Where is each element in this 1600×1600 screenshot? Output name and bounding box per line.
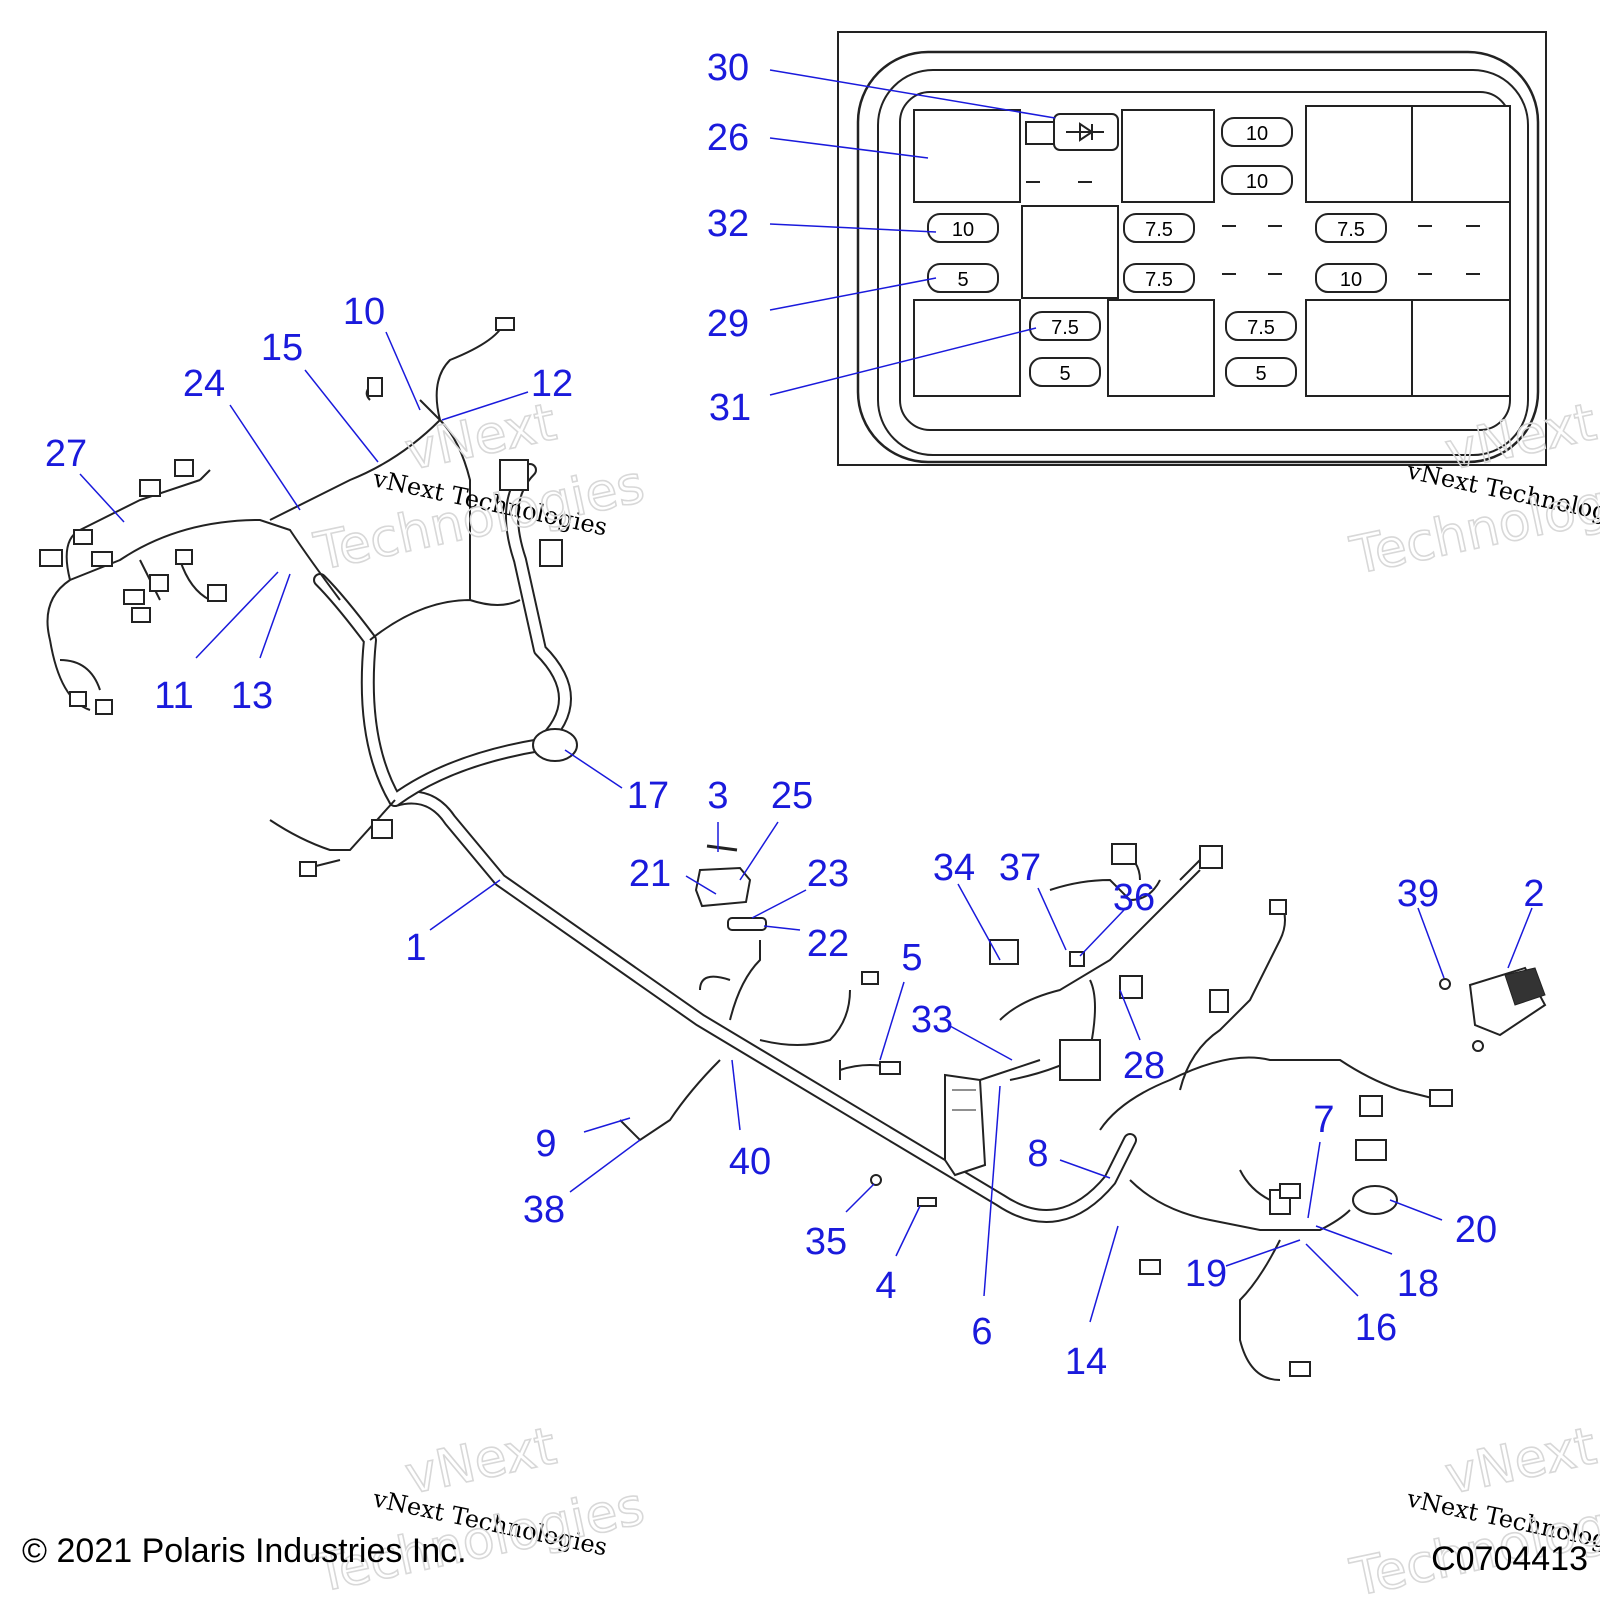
callout-number: 26 — [707, 117, 749, 159]
fuse-label: 5 — [1059, 363, 1070, 385]
callout-number: 1 — [405, 927, 426, 969]
callout-number: 25 — [771, 775, 813, 817]
watermark-text: Technologies — [309, 455, 649, 583]
callout-number: 34 — [933, 847, 975, 889]
leader-lines — [79, 69, 1533, 1323]
callout-number: 33 — [911, 999, 953, 1041]
callout-number: 7 — [1313, 1099, 1334, 1141]
watermark-text: vNext — [400, 392, 561, 482]
callout-number: 6 — [971, 1311, 992, 1353]
bracket-assembly — [694, 844, 767, 931]
callout-number: 27 — [45, 433, 87, 475]
fuse-label: 7.5 — [1145, 269, 1173, 291]
callout-number: 2 — [1523, 873, 1544, 915]
callout-number: 8 — [1027, 1133, 1048, 1175]
callout-number: 23 — [807, 853, 849, 895]
fuse-label: 7.5 — [1247, 317, 1275, 339]
fuse-label: 7.5 — [1337, 219, 1365, 241]
callout-number: 39 — [1397, 873, 1439, 915]
fuse-label: 5 — [1255, 363, 1266, 385]
callout-number: 31 — [709, 387, 751, 429]
diode-block — [1025, 113, 1119, 151]
fuse-label: 7.5 — [1051, 317, 1079, 339]
callout-number: 37 — [999, 847, 1041, 889]
callout-number: 4 — [875, 1265, 896, 1307]
switch-panel — [1468, 966, 1547, 1037]
fuse-label: 7.5 — [1145, 219, 1173, 241]
callout-number: 16 — [1355, 1307, 1397, 1349]
relay-group — [913, 105, 1511, 397]
copyright-text: © 2021 Polaris Industries Inc. — [22, 1532, 467, 1570]
callout-number: 11 — [154, 675, 193, 717]
callout-number: 22 — [807, 923, 849, 965]
callout-number: 35 — [805, 1221, 847, 1263]
callout-number: 17 — [627, 775, 669, 817]
ecu-module — [944, 1073, 987, 1177]
connector-cluster-left — [39, 459, 227, 715]
connector-cluster-right — [989, 843, 1453, 1377]
diagram-code: C0704413 — [1431, 1540, 1588, 1578]
callout-number: 13 — [231, 675, 273, 717]
watermarks: vNext Technologies vNext Technologies vN… — [308, 392, 1600, 1600]
fuse-label: 10 — [952, 219, 974, 241]
callout-number: 14 — [1065, 1341, 1107, 1383]
callout-number: 32 — [707, 203, 749, 245]
callout-number: 36 — [1113, 877, 1155, 919]
fuse-label: 5 — [957, 269, 968, 291]
callout-number: 19 — [1185, 1253, 1227, 1295]
callouts: 30 26 32 29 31 10 12 15 24 27 11 13 17 3… — [45, 47, 1545, 1383]
callout-number: 28 — [1123, 1045, 1165, 1087]
watermark-text: vNext — [1440, 1416, 1600, 1506]
callout-number: 3 — [707, 775, 728, 817]
empty-slot-marks — [1026, 181, 1480, 275]
callout-number: 12 — [531, 363, 573, 405]
callout-number: 38 — [523, 1189, 565, 1231]
watermark-text: vNext — [400, 1416, 561, 1506]
fuse-box-inset: 10 10 10 7.5 7.5 7.5 10 5 7.5 7.5 5 5 — [837, 31, 1547, 466]
callout-number: 21 — [629, 853, 671, 895]
callout-number: 5 — [901, 937, 922, 979]
callout-number: 15 — [261, 327, 303, 369]
callout-number: 30 — [707, 47, 749, 89]
fuse-label: 10 — [1246, 171, 1268, 193]
wiring-harness — [39, 317, 1547, 1381]
callout-number: 9 — [535, 1123, 556, 1165]
callout-number: 40 — [729, 1141, 771, 1183]
callout-number: 10 — [343, 291, 385, 333]
callout-number: 20 — [1455, 1209, 1497, 1251]
callout-number: 24 — [183, 363, 225, 405]
fuse-label: 10 — [1340, 269, 1362, 291]
fuse-label: 10 — [1246, 123, 1268, 145]
fuse-slots — [927, 117, 1387, 387]
callout-number: 18 — [1397, 1263, 1439, 1305]
callout-number: 29 — [707, 303, 749, 345]
